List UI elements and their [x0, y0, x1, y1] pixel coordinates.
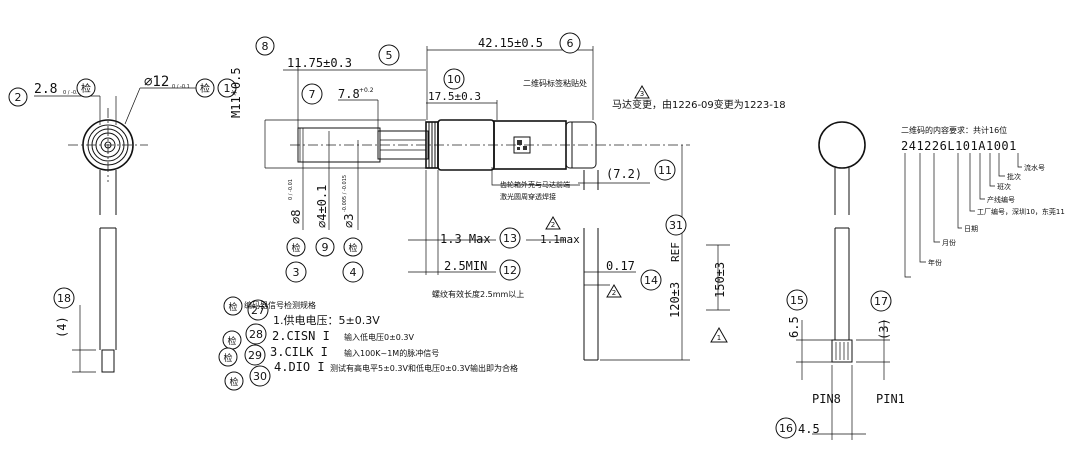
- dim-2-8: 2.8: [34, 82, 57, 97]
- qr-label-serial: 流水号: [1024, 163, 1045, 172]
- encoder-line-4-code: 4.DIO I: [274, 360, 325, 374]
- balloon-3: 3: [293, 266, 300, 279]
- qr-label-year: 年份: [928, 258, 942, 267]
- left-end-view: [34, 87, 196, 373]
- balloon-7: 7: [309, 88, 316, 101]
- qr-spec-title: 二维码的内容要求：共计16位: [901, 125, 1007, 135]
- dim-1-3-max: 1.3 Max: [440, 232, 491, 246]
- revision-triangle-1: [710, 326, 728, 343]
- qr-label-batch: 批次: [1007, 172, 1021, 181]
- dim-phi8: ∅8: [289, 210, 303, 224]
- dim-phi4: ∅4±0.1: [315, 185, 329, 228]
- balloon-8: 8: [262, 40, 269, 53]
- encoder-line-3-desc: 输入100K~1M的脉冲信号: [344, 348, 439, 358]
- qr-label-line: 产线编号: [987, 195, 1015, 204]
- dim-17-5: 17.5±0.3: [428, 90, 481, 103]
- encoder-line-2-desc: 输入低电压0±0.3V: [344, 332, 415, 342]
- balloon-27: 27: [251, 304, 265, 317]
- qr-label-day: 日期: [964, 225, 978, 233]
- encoder-line-3-code: 3.CILK I: [270, 345, 328, 359]
- revision-triangle-3: [634, 85, 650, 99]
- revision-mark-3: 3: [640, 90, 644, 98]
- dim-150: 150±3: [713, 262, 727, 298]
- balloon-15: 15: [790, 294, 804, 307]
- dim-6-5: 6.5: [787, 316, 801, 338]
- qr-spec-leaders: [904, 153, 1022, 278]
- dim-3: (3): [877, 318, 891, 340]
- balloon-13: 13: [503, 232, 517, 245]
- balloon-28: 28: [249, 328, 263, 341]
- inspect-mark-30: 检: [229, 376, 238, 388]
- balloon-16: 16: [779, 422, 793, 435]
- inspect-mark-4: 检: [348, 242, 357, 254]
- qr-label-shift: 班次: [997, 182, 1011, 191]
- dim-0-17: 0.17: [606, 259, 635, 273]
- inspect-mark-1: 检: [200, 82, 210, 95]
- revision-triangle-2b: [606, 284, 622, 298]
- encoder-title: 编码器信号检测规格: [244, 300, 316, 310]
- dim-phi8-tol: 0 / -0.01: [288, 179, 294, 200]
- balloon-5: 5: [386, 49, 393, 62]
- encoder-line-1: 1.供电电压：5±0.3V: [273, 313, 380, 327]
- inspect-mark-3: 检: [291, 242, 300, 254]
- qr-label-month: 月份: [942, 238, 956, 247]
- dim-phi12-tol: 0 / -0.1: [172, 84, 190, 90]
- balloon-12: 12: [503, 264, 517, 277]
- revision-text: 马达变更，由1226-09变更为1223-18: [612, 98, 786, 111]
- inspect-mark-29: 检: [223, 352, 232, 364]
- balloon-10: 10: [447, 73, 461, 86]
- gearbox-note-1: 齿轮箱外壳与马达前端: [500, 180, 570, 189]
- qr-label-note: 二维码标签粘贴处: [523, 78, 587, 88]
- balloon-31: 31: [669, 219, 683, 232]
- balloon-11: 11: [658, 164, 672, 177]
- balloon-9: 9: [322, 241, 329, 254]
- balloon-6: 6: [567, 37, 574, 50]
- dim-7-8-tol: +0.2: [359, 87, 374, 94]
- revision-mark-2a: 2: [551, 221, 555, 229]
- dim-phi12: ∅12: [144, 74, 169, 90]
- balloon-18: 18: [57, 292, 71, 305]
- revision-triangle-2a: [545, 216, 561, 230]
- dim-phi3: ∅3: [342, 214, 356, 228]
- inspect-mark-28: 检: [227, 335, 236, 347]
- dim-42-15: 42.15±0.5: [478, 36, 543, 50]
- dim-11-75: 11.75±0.3: [287, 56, 352, 70]
- dim-4-5: 4.5: [798, 422, 820, 436]
- balloon-1: 1: [224, 82, 231, 95]
- thread-note: 螺纹有效长度2.5mm以上: [432, 289, 524, 299]
- revision-mark-1: 1: [717, 334, 721, 342]
- dim-phi3-tol: -0.005 / -0.015: [342, 175, 348, 212]
- dim-m11: M11*0.5: [229, 67, 243, 118]
- balloon-4: 4: [350, 266, 357, 279]
- balloon-29: 29: [248, 349, 262, 362]
- dim-2-5-min: 2.5MIN: [444, 259, 487, 273]
- gearbox-note-2: 激光圆周穿透焊接: [500, 192, 556, 201]
- pin8-label: PIN8: [812, 392, 841, 406]
- dim-ref: REF: [669, 242, 682, 262]
- pin1-label: PIN1: [876, 392, 905, 406]
- right-end-view: [796, 121, 890, 440]
- dim-1-1-max: 1.1max: [540, 233, 580, 246]
- dim-7-2: (7.2): [606, 167, 642, 181]
- encoder-line-4-desc: 测试有高电平5±0.3V和低电压0±0.3V输出即为合格: [330, 363, 518, 373]
- qr-label-factory: 工厂编号，深圳10，东莞11: [977, 207, 1065, 216]
- revision-mark-2b: 2: [612, 289, 616, 297]
- qr-spec-code: 241226L101A1001: [901, 139, 1017, 153]
- balloon-17: 17: [874, 295, 888, 308]
- balloon-14: 14: [644, 274, 658, 287]
- inspect-mark-27: 检: [228, 301, 237, 313]
- encoder-line-2-code: 2.CISN I: [272, 329, 330, 343]
- dim-4: (4): [55, 316, 69, 338]
- dim-120: 120±3: [668, 282, 682, 318]
- motor-side-view: [290, 119, 690, 361]
- balloon-2: 2: [15, 91, 22, 104]
- balloon-30: 30: [253, 370, 267, 383]
- dim-7-8: 7.8: [338, 87, 360, 101]
- dim-2-8-tol: 0 / -0.1: [63, 90, 81, 96]
- inspect-mark-2: 检: [81, 82, 91, 95]
